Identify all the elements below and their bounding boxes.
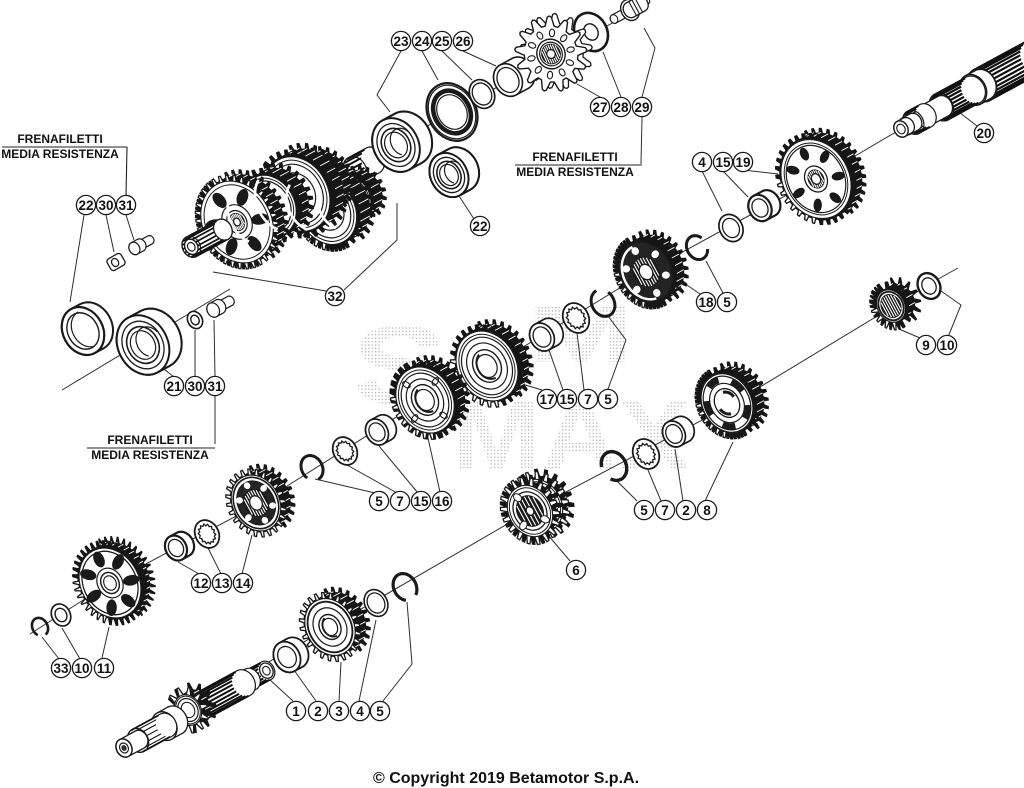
svg-text:32: 32	[327, 289, 342, 304]
svg-text:5: 5	[604, 392, 612, 407]
svg-text:27: 27	[592, 100, 607, 115]
svg-text:FRENAFILETTI: FRENAFILETTI	[532, 150, 617, 164]
svg-text:20: 20	[976, 126, 991, 141]
svg-text:9: 9	[922, 338, 930, 353]
svg-text:17: 17	[539, 392, 554, 407]
svg-text:31: 31	[118, 198, 134, 213]
svg-text:© Copyright 2019 Betamotor S.p: © Copyright 2019 Betamotor S.p.A.	[373, 770, 639, 787]
svg-text:5: 5	[640, 503, 648, 518]
svg-text:11: 11	[97, 661, 112, 676]
svg-text:4: 4	[356, 704, 364, 719]
svg-text:25: 25	[434, 34, 450, 49]
svg-text:FRENAFILETTI: FRENAFILETTI	[107, 433, 192, 447]
svg-text:6: 6	[572, 563, 580, 578]
svg-text:14: 14	[235, 576, 251, 591]
svg-text:5: 5	[376, 704, 384, 719]
svg-text:3: 3	[335, 704, 343, 719]
svg-text:24: 24	[414, 34, 430, 49]
svg-text:15: 15	[715, 155, 731, 170]
svg-text:30: 30	[187, 379, 202, 394]
svg-text:33: 33	[53, 661, 69, 676]
svg-text:26: 26	[455, 34, 471, 49]
svg-text:23: 23	[393, 34, 409, 49]
svg-text:MEDIA RESISTENZA: MEDIA RESISTENZA	[91, 448, 209, 462]
svg-text:31: 31	[207, 379, 223, 394]
svg-text:7: 7	[396, 494, 404, 509]
svg-text:13: 13	[214, 576, 230, 591]
svg-text:28: 28	[613, 100, 629, 115]
svg-text:7: 7	[661, 503, 669, 518]
svg-text:FRENAFILETTI: FRENAFILETTI	[17, 132, 102, 146]
svg-text:29: 29	[634, 100, 649, 115]
svg-text:19: 19	[735, 155, 750, 170]
svg-text:5: 5	[375, 494, 383, 509]
svg-text:21: 21	[166, 379, 182, 394]
svg-text:MEDIA RESISTENZA: MEDIA RESISTENZA	[1, 147, 119, 161]
svg-text:15: 15	[413, 494, 429, 509]
svg-text:22: 22	[472, 219, 487, 234]
svg-text:4: 4	[698, 155, 706, 170]
svg-text:10: 10	[939, 338, 954, 353]
svg-text:8: 8	[703, 503, 711, 518]
svg-text:2: 2	[682, 503, 690, 518]
svg-text:2: 2	[314, 704, 322, 719]
svg-text:12: 12	[193, 576, 208, 591]
svg-text:5: 5	[723, 295, 731, 310]
svg-text:18: 18	[698, 295, 714, 310]
svg-text:7: 7	[584, 392, 592, 407]
svg-text:16: 16	[434, 494, 450, 509]
svg-text:1: 1	[292, 704, 300, 719]
svg-text:MEDIA RESISTENZA: MEDIA RESISTENZA	[516, 165, 634, 179]
svg-text:10: 10	[74, 661, 89, 676]
svg-text:30: 30	[98, 198, 113, 213]
svg-text:22: 22	[78, 198, 93, 213]
svg-text:15: 15	[559, 392, 575, 407]
